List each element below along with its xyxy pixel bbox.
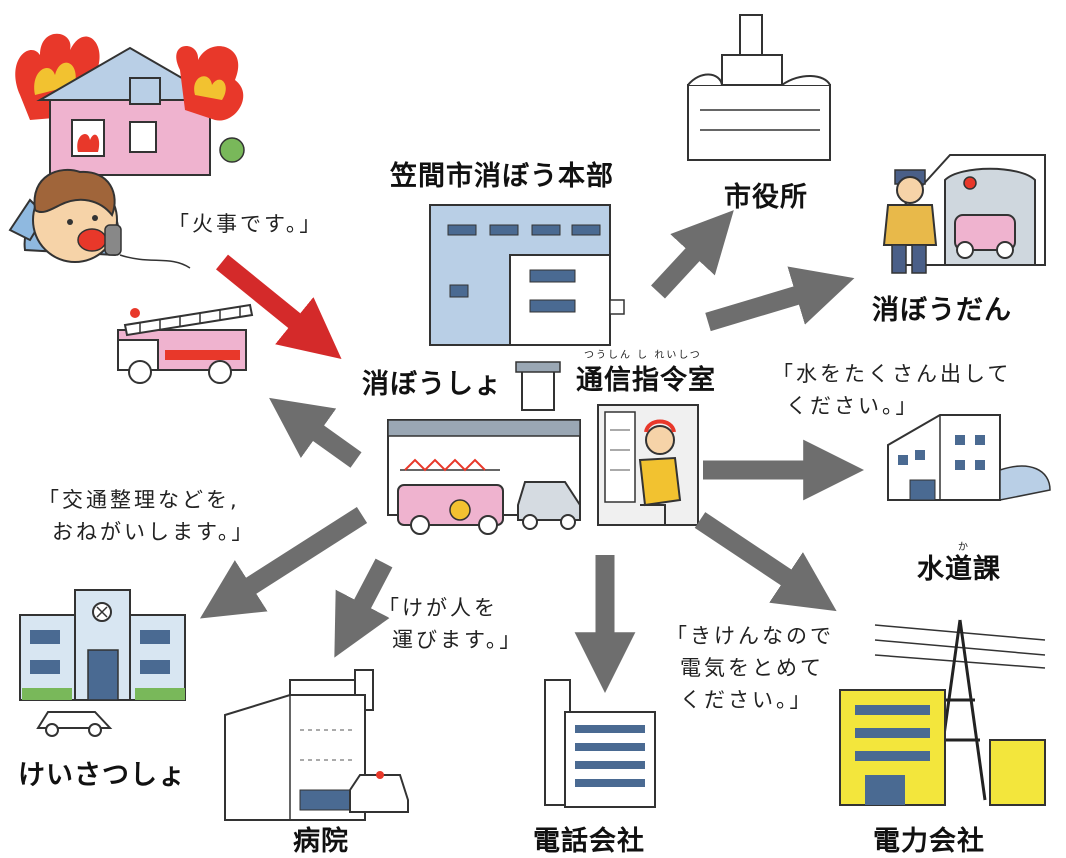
- arrow-to-city-hall: [651, 210, 734, 299]
- message-fire-call: 「火事です。」: [168, 212, 324, 236]
- message-injured-line-2: 運びます。」: [392, 628, 524, 652]
- label-command-room: 通信指令室: [576, 365, 716, 396]
- label-fire-station: 消ぼうしょ: [362, 369, 502, 400]
- ladder-truck-illustration: [117, 303, 254, 384]
- message-power-line-1: 「きけんなので: [666, 624, 834, 648]
- arrow-to-hospital: [334, 558, 393, 658]
- power-company-building-illustration: [839, 619, 1046, 806]
- fire-station-building-illustration: [387, 361, 581, 535]
- arrow-call-to-station: [216, 254, 342, 359]
- label-hospital: 病院: [293, 826, 349, 857]
- fire-hq-building-illustration: [429, 204, 625, 346]
- message-injured-line-1: 「けが人を: [378, 596, 498, 620]
- message-water-line-1: 「水をたくさん出して: [772, 362, 1012, 386]
- waterworks-building-illustration: [887, 414, 1051, 501]
- ruby-waterworks: か: [958, 542, 970, 553]
- label-hq: 笠間市消ぼう本部: [390, 161, 614, 192]
- label-city-hall: 市役所: [724, 182, 808, 213]
- label-phone-company: 電話会社: [533, 826, 645, 857]
- label-power-company: 電力会社: [873, 826, 985, 857]
- label-waterworks: 水道課: [917, 554, 1001, 585]
- dispatcher-illustration: [597, 404, 699, 526]
- arrow-to-fire-brigade: [705, 266, 855, 332]
- caller-person-illustration: [8, 168, 191, 269]
- city-hall-building-illustration: [687, 14, 831, 161]
- hospital-building-illustration: [224, 669, 409, 821]
- message-power-line-2: 電気をとめて: [680, 656, 824, 680]
- message-injured: 「けが人を 運びます。」: [378, 592, 523, 656]
- phone-company-building-illustration: [544, 679, 656, 808]
- message-power-line-3: ください。」: [680, 688, 814, 712]
- label-fire-brigade: 消ぼうだん: [872, 295, 1012, 326]
- message-water-line-2: ください。」: [786, 394, 920, 418]
- message-traffic-line-1: 「交通整理などを,: [38, 488, 240, 512]
- label-police: けいさつしょ: [18, 760, 186, 791]
- police-station-building-illustration: [19, 589, 186, 737]
- message-traffic: 「交通整理などを, おねがいします。」: [38, 484, 255, 548]
- message-power: 「きけんなので 電気をとめて ください。」: [666, 620, 834, 716]
- ruby-command-room: つうしん し れいしつ: [584, 350, 702, 361]
- arrow-to-police: [199, 506, 368, 619]
- arrows: [199, 210, 864, 693]
- arrow-to-power-company: [694, 512, 837, 612]
- fire-brigade-garage-illustration: [882, 154, 1046, 274]
- burning-house-illustration: [15, 33, 245, 176]
- message-water: 「水をたくさん出して ください。」: [772, 358, 1011, 422]
- arrow-to-ladder-truck: [269, 397, 362, 468]
- message-traffic-line-2: おねがいします。」: [52, 520, 256, 544]
